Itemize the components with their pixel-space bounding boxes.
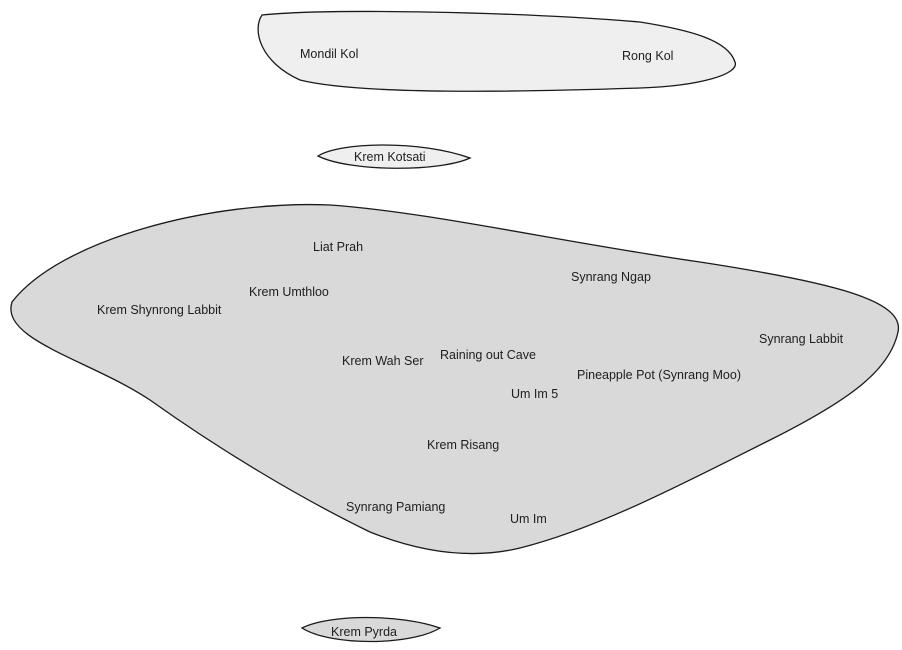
region-krem-pyrda: Krem Pyrda xyxy=(300,616,442,643)
label-synrang-pamiang: Synrang Pamiang xyxy=(346,500,445,514)
region-top-group-outline xyxy=(257,10,736,92)
label-krem-risang: Krem Risang xyxy=(427,438,499,452)
label-synrang-ngap: Synrang Ngap xyxy=(571,270,651,284)
region-top-group: Mondil Kol Rong Kol xyxy=(257,10,736,92)
region-krem-kotsati: Krem Kotsati xyxy=(316,144,472,169)
label-krem-kotsati: Krem Kotsati xyxy=(354,150,426,164)
label-rong-kol: Rong Kol xyxy=(622,49,673,63)
label-raining-out-cave: Raining out Cave xyxy=(440,348,536,362)
label-um-im-5: Um Im 5 xyxy=(511,387,558,401)
region-main-system-outline xyxy=(10,203,900,555)
label-krem-pyrda: Krem Pyrda xyxy=(331,625,397,639)
label-mondil-kol: Mondil Kol xyxy=(300,47,358,61)
region-main-system: Liat Prah Krem Umthloo Krem Shynrong Lab… xyxy=(10,203,900,555)
label-synrang-labbit: Synrang Labbit xyxy=(759,332,844,346)
label-krem-umthloo: Krem Umthloo xyxy=(249,285,329,299)
region-krem-kotsati-outline xyxy=(316,144,472,169)
label-pineapple-pot: Pineapple Pot (Synrang Moo) xyxy=(577,368,741,382)
label-liat-prah: Liat Prah xyxy=(313,240,363,254)
label-krem-shynrong-labbit: Krem Shynrong Labbit xyxy=(97,303,222,317)
region-krem-pyrda-outline xyxy=(300,616,442,643)
label-um-im: Um Im xyxy=(510,512,547,526)
label-krem-wah-ser: Krem Wah Ser xyxy=(342,354,424,368)
